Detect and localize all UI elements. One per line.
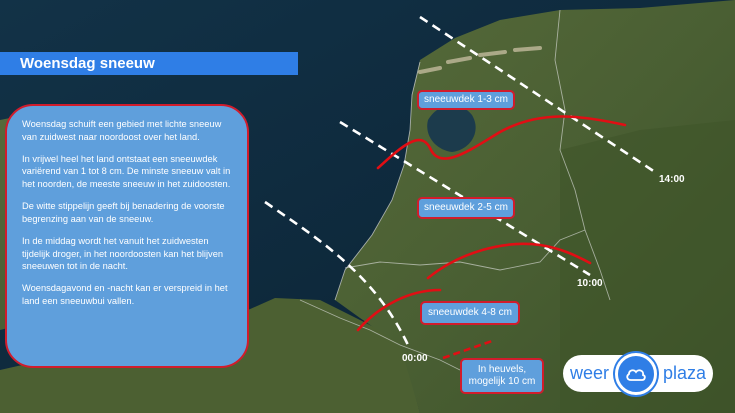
- info-paragraph: In vrijwel heel het land ontstaat een sn…: [22, 153, 231, 190]
- snow-boundary-line-south: [356, 288, 442, 332]
- snow-front-line-1400: [419, 15, 656, 174]
- snow-label-hills-line2: mogelijk 10 cm: [468, 376, 536, 387]
- info-panel: Woensdag schuift een gebied met lichte s…: [5, 104, 249, 368]
- cloud-icon: [614, 352, 657, 395]
- snow-label-middle-text: sneeuwdek 2-5 cm: [424, 201, 508, 213]
- time-label-0000: 00:00: [402, 353, 428, 364]
- snow-boundary-line-middle: [426, 242, 592, 280]
- border-nl-de: [554, 9, 611, 301]
- border-be-nl: [344, 229, 586, 271]
- snow-label-hills-line1: In heuvels,: [477, 363, 527, 375]
- snow-label-south-text: sneeuwdek 4-8 cm: [428, 306, 512, 318]
- wadden-islands: [418, 46, 542, 74]
- snow-label-middle: sneeuwdek 2-5 cm: [417, 197, 515, 219]
- page-title: Woensdag sneeuw: [0, 52, 298, 75]
- coastline: [334, 61, 421, 301]
- weerplaza-logo: weer plaza: [563, 352, 713, 395]
- time-label-1400: 14:00: [659, 174, 685, 185]
- snow-label-north-text: sneeuwdek 1-3 cm: [424, 93, 508, 105]
- info-paragraph: In de middag wordt het vanuit het zuidwe…: [22, 235, 224, 272]
- hills-boundary-line: [442, 338, 496, 360]
- land-germany-tint: [560, 120, 735, 413]
- info-paragraph: De witte stippelijn geeft bij benadering…: [22, 201, 225, 224]
- snow-boundary-line-north: [376, 115, 627, 170]
- lake-ijsselmeer: [427, 105, 476, 152]
- snow-front-line-1000: [339, 120, 591, 277]
- info-paragraph: Woensdagavond en -nacht kan er verspreid…: [22, 283, 228, 307]
- border-be-fr: [299, 299, 471, 376]
- snow-label-north: sneeuwdek 1-3 cm: [417, 90, 515, 110]
- logo-text-left: weer: [569, 363, 609, 383]
- info-paragraph: Woensdag schuift een gebied met lichte s…: [22, 119, 222, 142]
- logo-text-right: plaza: [662, 363, 707, 383]
- time-label-1000: 10:00: [577, 278, 603, 289]
- snow-label-south: sneeuwdek 4-8 cm: [420, 301, 520, 325]
- snow-label-hills: In heuvels, mogelijk 10 cm: [460, 358, 544, 394]
